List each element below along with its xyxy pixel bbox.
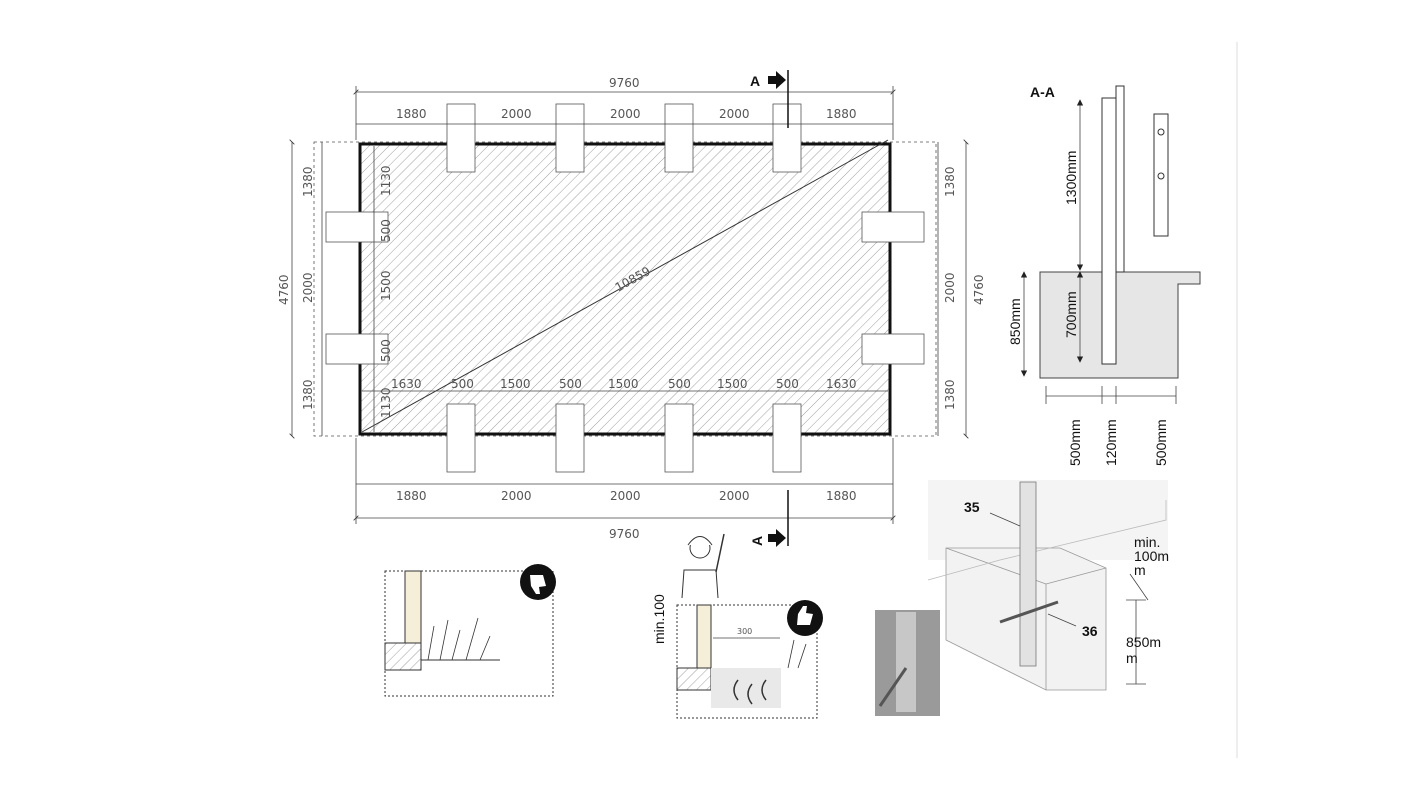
svg-text:1880: 1880 <box>396 489 427 503</box>
svg-text:1380: 1380 <box>301 166 315 197</box>
svg-text:1880: 1880 <box>826 107 857 121</box>
svg-text:500mm: 500mm <box>1067 419 1083 466</box>
right-segment-dims: 1380 2000 1380 <box>943 166 957 410</box>
thumbs-down-icon <box>520 564 556 600</box>
bad-installation-detail <box>384 564 556 697</box>
svg-text:1880: 1880 <box>826 489 857 503</box>
svg-text:1130: 1130 <box>379 387 393 418</box>
svg-text:2000: 2000 <box>719 489 750 503</box>
svg-text:2000: 2000 <box>943 272 957 303</box>
svg-text:500mm: 500mm <box>1153 419 1169 466</box>
good-installation-detail: min.100 300 <box>651 533 823 719</box>
svg-text:min.: min. <box>1134 534 1160 550</box>
svg-text:2000: 2000 <box>501 489 532 503</box>
left-total-dim: 4760 <box>277 274 291 305</box>
right-total-dim: 4760 <box>972 274 986 305</box>
svg-text:2000: 2000 <box>501 107 532 121</box>
bottom-segment-dims: 1880 2000 2000 2000 1880 <box>396 489 857 503</box>
foundation-3d-detail: 35 36 min. 100m m 850m m <box>927 480 1169 691</box>
svg-text:1500: 1500 <box>379 270 393 301</box>
bottom-total-dim: 9760 <box>609 527 640 541</box>
svg-text:500: 500 <box>559 377 582 391</box>
svg-text:1500: 1500 <box>717 377 748 391</box>
svg-text:100m: 100m <box>1134 548 1169 564</box>
side-posts <box>325 211 925 365</box>
svg-text:1500: 1500 <box>500 377 531 391</box>
installation-photo <box>875 610 940 716</box>
svg-text:300: 300 <box>737 627 752 636</box>
svg-text:1380: 1380 <box>301 379 315 410</box>
top-total-dim: 9760 <box>609 76 640 90</box>
svg-text:500: 500 <box>776 377 799 391</box>
svg-text:1380: 1380 <box>943 379 957 410</box>
thumbs-up-icon <box>787 600 823 636</box>
svg-text:36: 36 <box>1082 623 1098 639</box>
svg-text:1630: 1630 <box>826 377 857 391</box>
svg-text:500: 500 <box>379 219 393 242</box>
svg-text:850m: 850m <box>1126 634 1161 650</box>
section-marker-top: A <box>750 70 789 128</box>
svg-text:A: A <box>750 73 760 89</box>
top-segment-dims: 1880 2000 2000 2000 1880 <box>396 107 857 121</box>
svg-text:700mm: 700mm <box>1063 291 1079 338</box>
svg-text:500: 500 <box>451 377 474 391</box>
svg-text:500: 500 <box>379 339 393 362</box>
floor-plan: 10859 9760 1880 2000 <box>277 70 986 547</box>
top-posts <box>446 103 802 173</box>
section-aa: A-A 1300mm 700mm 850mm 500mm 120mm 500mm <box>1007 84 1201 466</box>
spirit-level <box>1153 113 1169 237</box>
section-title: A-A <box>1030 84 1055 100</box>
bottom-posts <box>446 403 802 473</box>
svg-text:35: 35 <box>964 499 980 515</box>
svg-text:500: 500 <box>668 377 691 391</box>
slab-area <box>358 142 892 436</box>
section-marker-bottom: A <box>749 490 789 547</box>
svg-text:1500: 1500 <box>608 377 639 391</box>
svg-text:1300mm: 1300mm <box>1063 151 1079 205</box>
svg-text:1380: 1380 <box>943 166 957 197</box>
svg-text:850mm: 850mm <box>1007 298 1023 345</box>
svg-text:1130: 1130 <box>379 165 393 196</box>
svg-text:2000: 2000 <box>719 107 750 121</box>
svg-text:min.100: min.100 <box>651 594 667 644</box>
inner-left-dims: 1130 500 1500 500 1130 <box>379 165 393 418</box>
svg-text:120mm: 120mm <box>1103 419 1119 466</box>
diagonal-line <box>361 139 889 433</box>
svg-text:m: m <box>1126 650 1138 666</box>
post-section <box>1101 97 1117 365</box>
svg-text:2000: 2000 <box>610 489 641 503</box>
svg-text:2000: 2000 <box>610 107 641 121</box>
svg-text:1880: 1880 <box>396 107 427 121</box>
svg-text:m: m <box>1134 562 1146 578</box>
anchor-bar <box>999 600 1059 624</box>
svg-text:A: A <box>749 536 765 546</box>
svg-text:2000: 2000 <box>301 272 315 303</box>
left-segment-dims: 1380 2000 1380 <box>301 166 315 410</box>
inner-bottom-dims: 1630 500 1500 500 1500 500 1500 500 1630 <box>391 377 857 391</box>
post-3d <box>1019 481 1037 667</box>
worker-figure <box>681 533 725 599</box>
svg-text:1630: 1630 <box>391 377 422 391</box>
